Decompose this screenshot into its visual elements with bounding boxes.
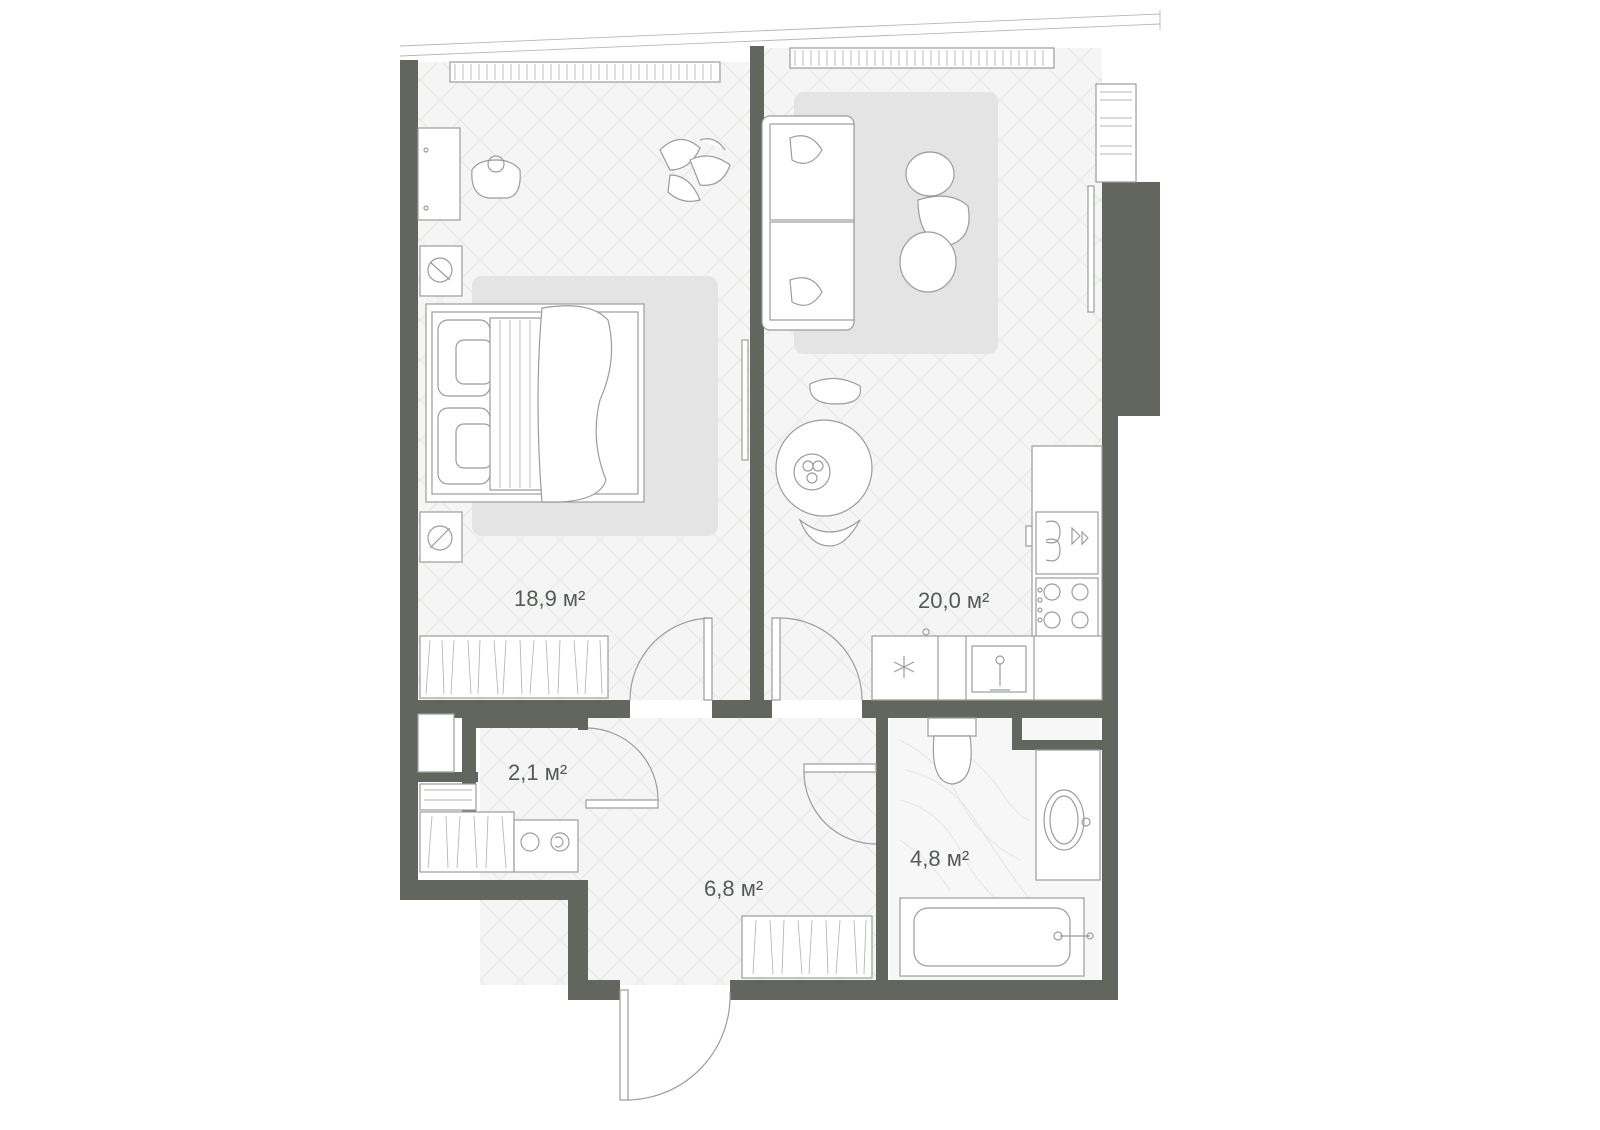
radiator-icon (449, 47, 1055, 83)
room-area-hallway: 6,8 м² (704, 876, 763, 901)
sink-icon (1035, 749, 1101, 881)
wardrobe-icon (741, 915, 873, 979)
bed-icon (425, 303, 645, 503)
sink-icon (971, 645, 1027, 693)
walls (400, 46, 1160, 1000)
nightstand-icon (419, 245, 463, 563)
plant-icon (659, 138, 731, 202)
room-area-bathroom: 4,8 м² (910, 846, 969, 871)
storage-shelf (419, 783, 515, 873)
tv-icon (1087, 185, 1095, 313)
desk-icon (417, 127, 461, 221)
toilet-icon (927, 717, 977, 785)
bathtub-icon (899, 897, 1094, 977)
washing-machine-icon (513, 819, 579, 873)
room-area-living-kitchen: 20,0 м² (918, 588, 989, 613)
coffee-table-icon (899, 151, 970, 293)
ac-unit-icon (1095, 83, 1137, 183)
door-icon (585, 617, 877, 1101)
stove-icon (1035, 577, 1099, 639)
room-area-bedroom: 18,9 м² (514, 586, 585, 611)
fridge-icon (893, 628, 930, 678)
tv-icon (741, 339, 749, 461)
sofa-icon (761, 115, 855, 331)
balcony-outline (399, 10, 1161, 57)
room-area-storage: 2,1 м² (508, 760, 567, 785)
wardrobe-icon (419, 635, 609, 699)
dining-table-icon (775, 377, 873, 547)
armchair-icon (471, 155, 521, 199)
storage-niche (417, 713, 455, 773)
